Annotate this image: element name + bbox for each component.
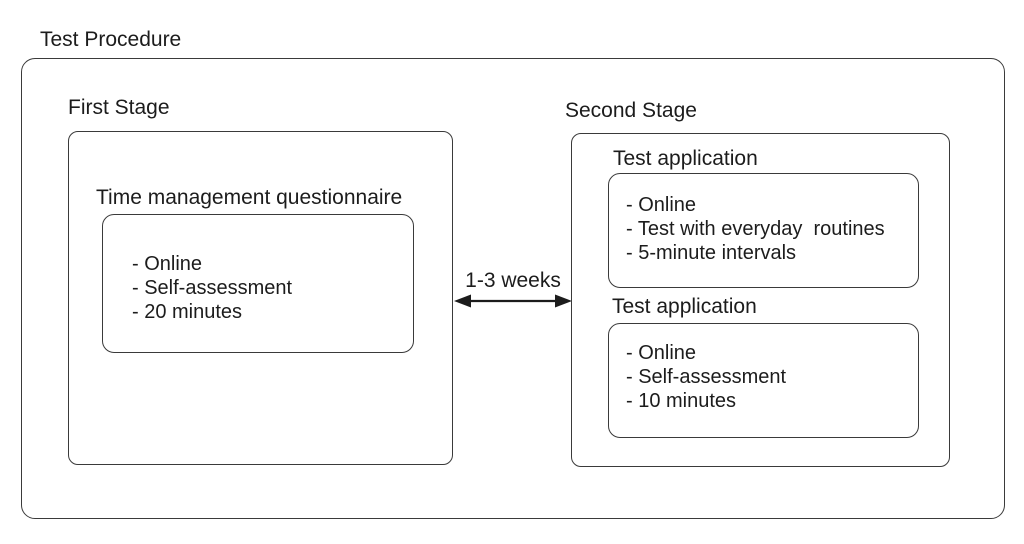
test-application-1-label: Test application bbox=[613, 147, 758, 170]
second-stage-box bbox=[571, 133, 950, 467]
list-item: - 20 minutes bbox=[132, 301, 243, 323]
first-stage-label: First Stage bbox=[68, 96, 170, 119]
diagram-title: Test Procedure bbox=[40, 28, 182, 51]
test-application-1-box bbox=[608, 173, 919, 288]
list-item: - 5-minute intervals bbox=[626, 242, 797, 264]
test-application-2-label: Test application bbox=[612, 295, 757, 318]
test-procedure-box bbox=[21, 58, 1005, 519]
test-application-2-items: - Online - Self-assessment - 10 minutes bbox=[626, 341, 786, 413]
list-item: - Online bbox=[626, 342, 697, 364]
questionnaire-label: Time management questionnaire bbox=[96, 186, 403, 209]
questionnaire-box bbox=[102, 214, 414, 353]
list-item: - Online bbox=[132, 253, 203, 275]
list-item: - 10 minutes bbox=[626, 390, 737, 412]
list-item: - Self-assessment bbox=[132, 277, 293, 299]
list-item: - Test with everyday routines bbox=[626, 218, 885, 240]
list-item: - Online bbox=[626, 194, 697, 216]
double-arrow-icon bbox=[454, 294, 572, 308]
test-application-1-items: - Online - Test with everyday routines -… bbox=[626, 193, 885, 265]
list-item: - Self-assessment bbox=[626, 366, 787, 388]
questionnaire-items: - Online - Self-assessment - 20 minutes bbox=[132, 252, 292, 324]
first-stage-box bbox=[68, 131, 453, 465]
second-stage-label: Second Stage bbox=[565, 99, 697, 122]
interval-label: 1-3 weeks bbox=[465, 269, 561, 292]
test-application-2-box bbox=[608, 323, 919, 438]
